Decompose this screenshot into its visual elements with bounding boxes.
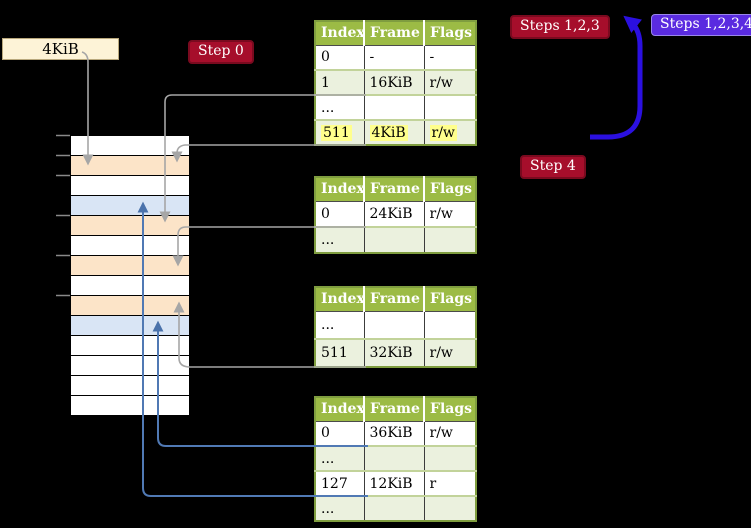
cell-frame: 24KiB <box>363 201 424 227</box>
cell-index: 0 <box>321 49 330 66</box>
cell-flags: r/w <box>423 201 476 227</box>
column-header-frame: Frame <box>364 287 425 312</box>
column-header-index: Index <box>315 397 365 422</box>
cell-frame <box>363 495 424 521</box>
column-header-flags: Flags <box>424 287 476 312</box>
cell-frame <box>363 94 424 120</box>
cell-index: 511 <box>315 119 364 145</box>
cell-flags: r/w <box>423 421 476 446</box>
column-header-frame: Frame <box>364 397 425 422</box>
cell-flags: r <box>423 470 476 496</box>
cell-index: ... <box>321 316 335 333</box>
cell-frame <box>363 226 424 253</box>
cell-frame: 4KiB <box>363 119 424 145</box>
cell-frame: - <box>363 45 424 70</box>
cell-index: ... <box>315 94 364 120</box>
table-row: ... <box>315 94 476 120</box>
badge-step-0: Step 0 <box>188 40 254 64</box>
column-header-flags: Flags <box>424 397 476 422</box>
cell-frame: 16KiB <box>363 69 424 95</box>
memory-row-orange <box>71 156 189 176</box>
column-header-frame: Frame <box>364 177 425 202</box>
cell-flags <box>423 311 476 339</box>
cell-index: 0 <box>321 205 330 222</box>
cell-frame <box>363 311 424 339</box>
cell-flags <box>423 495 476 521</box>
memory-row-white <box>71 136 189 156</box>
column-header-frame: Frame <box>364 21 425 46</box>
badge-step-4: Step 4 <box>520 155 586 179</box>
cell-index: 1 <box>315 69 364 95</box>
cell-frame: 32KiB <box>363 338 424 367</box>
cell-index: 511 <box>315 338 364 367</box>
cell-frame: 12KiB <box>363 470 424 496</box>
page-size-label: 4KiB <box>2 38 119 60</box>
table-row: ... <box>315 495 476 521</box>
column-header-flags: Flags <box>424 21 476 46</box>
cell-flags: r/w <box>423 69 476 95</box>
cell-index: ... <box>315 445 364 471</box>
cell-flags: r/w <box>423 119 476 145</box>
table-row: 0 -- <box>315 45 476 70</box>
badge-steps-1-2-3: Steps 1,2,3 <box>510 15 610 39</box>
cell-index: ... <box>315 495 364 521</box>
cell-frame: 36KiB <box>363 421 424 446</box>
column-header-flags: Flags <box>424 177 476 202</box>
table-row: ... <box>315 226 476 253</box>
cell-frame <box>363 445 424 471</box>
cell-index: 127 <box>315 470 364 496</box>
cell-flags <box>423 226 476 253</box>
cell-index: ... <box>315 226 364 253</box>
cell-flags <box>423 445 476 471</box>
memory-row-white <box>71 176 189 196</box>
cell-flags: - <box>423 45 476 70</box>
table-row: ... <box>315 445 476 471</box>
column-header-index: Index <box>315 21 365 46</box>
cell-index: 0 <box>321 425 330 442</box>
table-row: ... <box>315 311 476 339</box>
column-header-index: Index <box>315 177 365 202</box>
cell-flags <box>423 94 476 120</box>
column-header-index: Index <box>315 287 365 312</box>
badge-steps-1-2-3-4: Steps 1,2,3,4 <box>651 14 751 36</box>
cell-flags: r/w <box>423 338 476 367</box>
